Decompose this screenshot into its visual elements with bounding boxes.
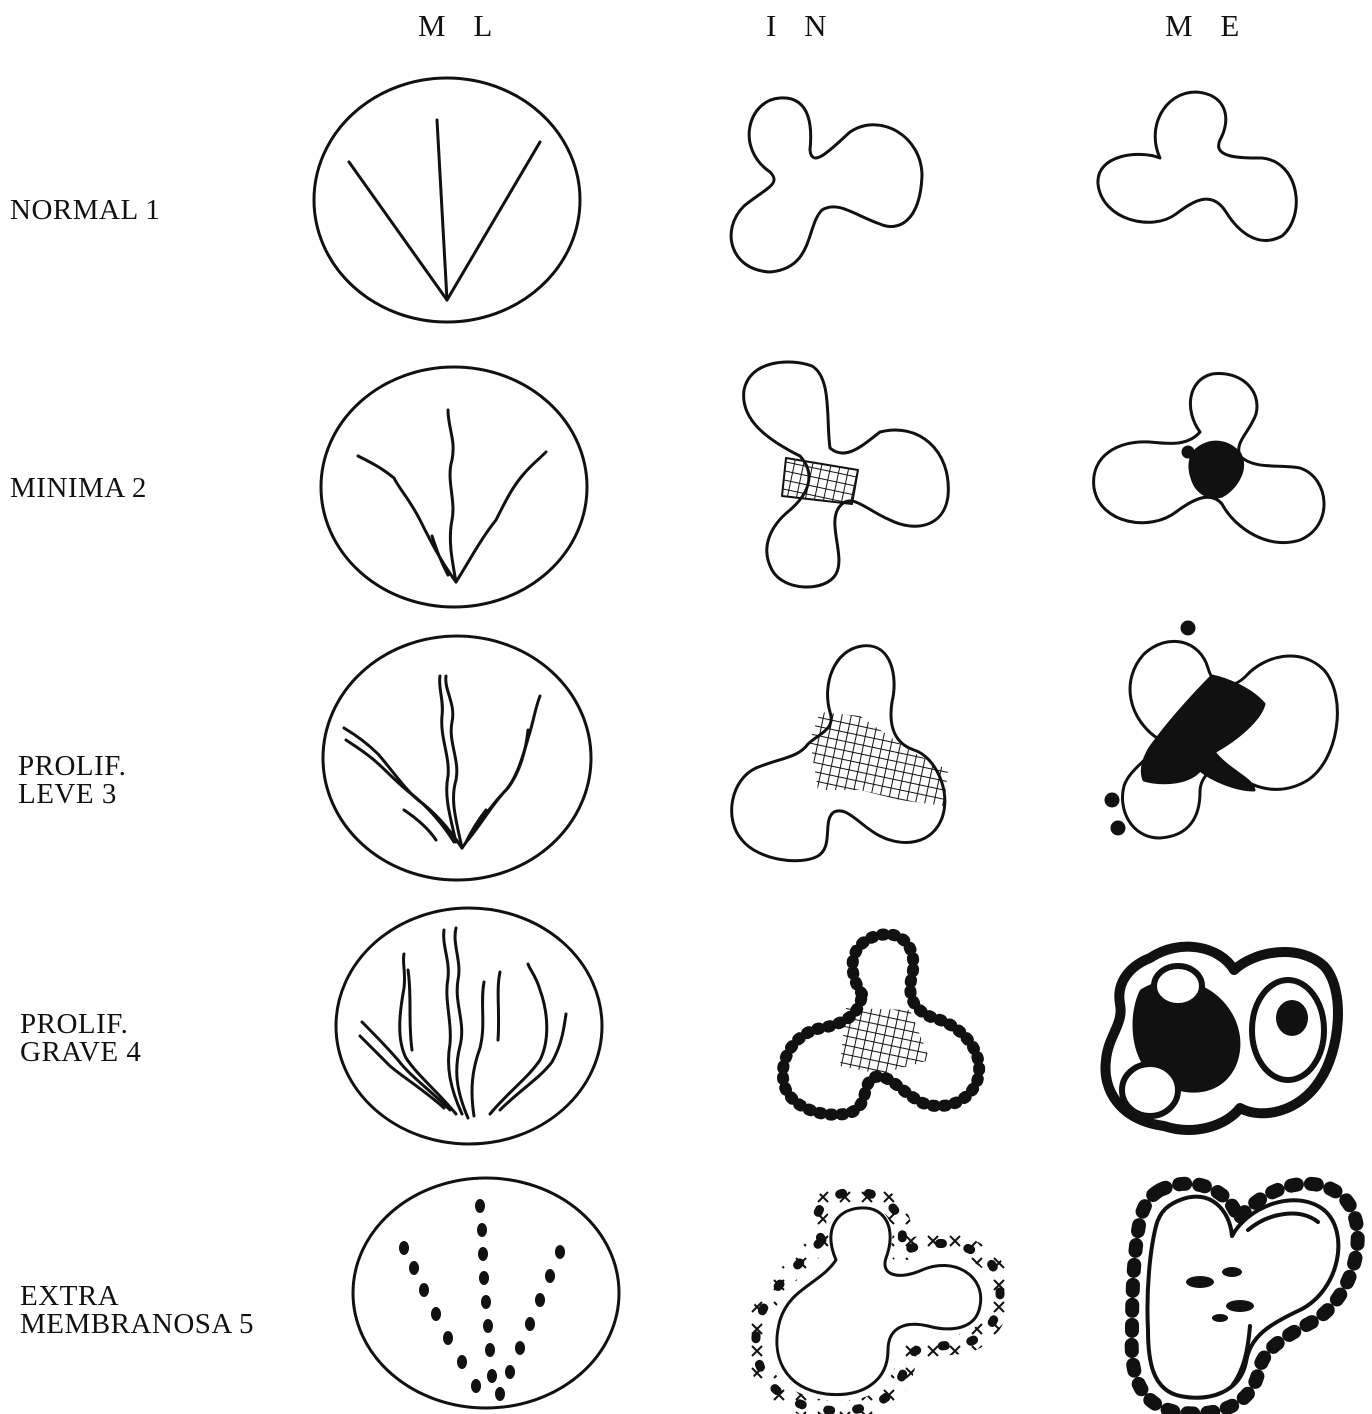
ml-prolif-leve-drawing <box>323 636 591 880</box>
in-minima-drawing <box>744 362 949 587</box>
in-prolif-leve-drawing <box>732 646 948 861</box>
in-prolif-grave-drawing <box>783 934 979 1114</box>
me-prolif-grave-drawing <box>1105 947 1338 1130</box>
ml-extra-membranosa-drawing <box>353 1178 619 1408</box>
me-normal-drawing <box>1098 92 1296 240</box>
me-minima-drawing <box>1094 373 1324 542</box>
in-extra-membranosa-drawing <box>756 1192 1000 1411</box>
in-normal-drawing <box>731 98 922 272</box>
ml-prolif-grave-drawing <box>336 908 602 1144</box>
ml-normal-drawing <box>314 78 580 322</box>
me-extra-membranosa-drawing <box>1132 1184 1358 1414</box>
ml-minima-drawing <box>321 367 587 607</box>
ml-extra-membranosa-dots <box>399 1199 565 1401</box>
me-prolif-leve-drawing <box>1106 622 1337 838</box>
